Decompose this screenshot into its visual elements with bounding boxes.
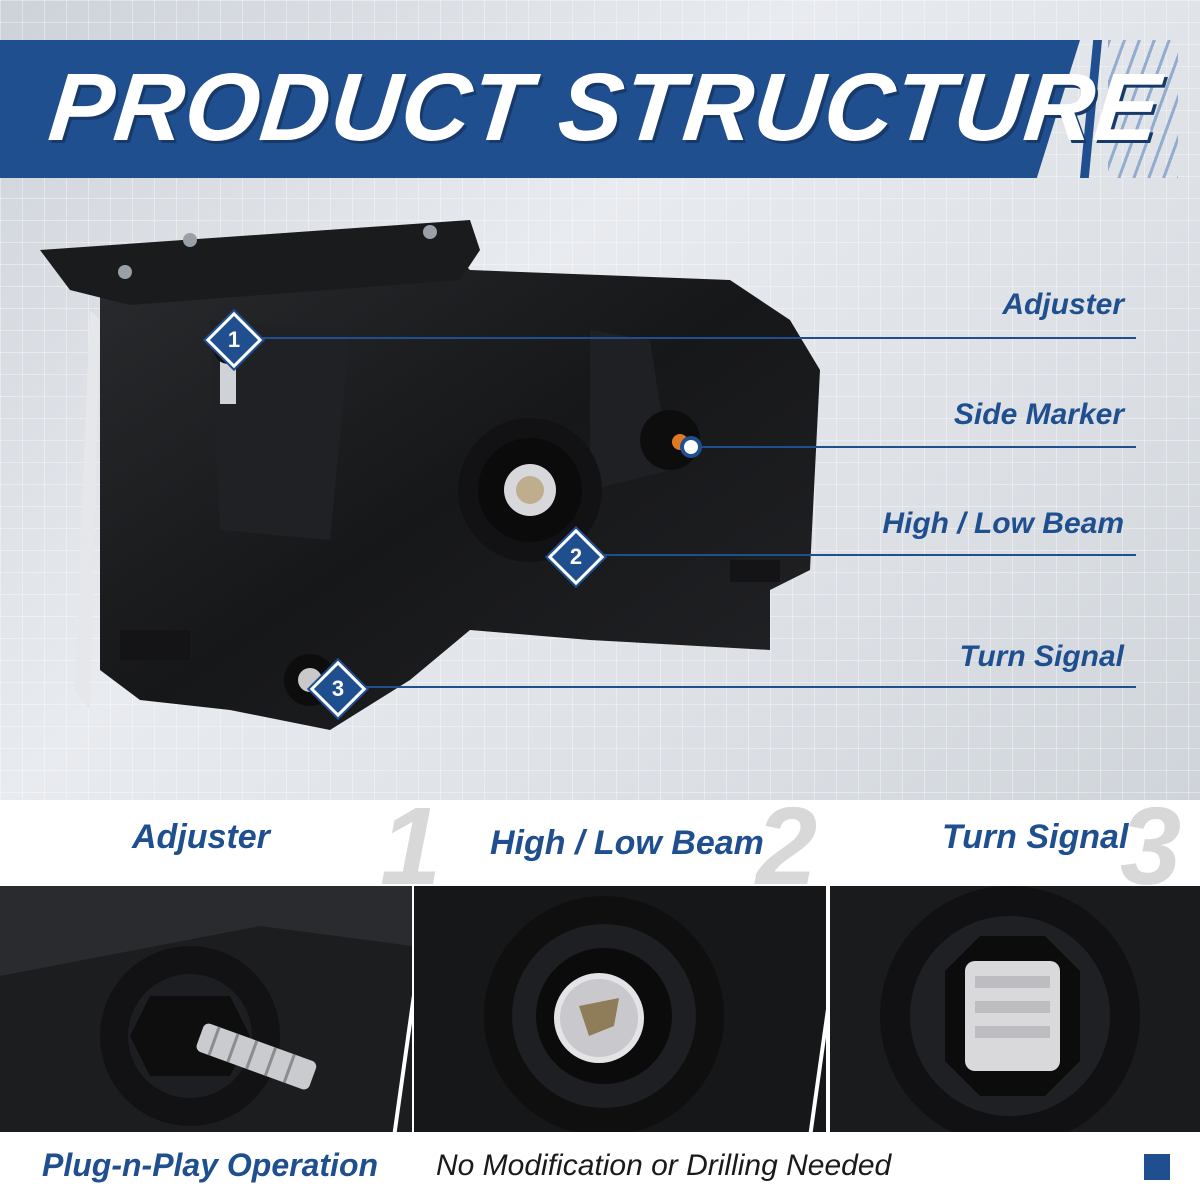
detail-header [0,800,1200,886]
turn-signal-detail-image [830,886,1200,1132]
footer-square-icon [1144,1154,1170,1180]
callout-label-beam: High / Low Beam [882,507,1124,540]
title-banner [0,40,1080,178]
callout-line-turn-signal [336,686,1136,688]
banner-accent-lines [1108,40,1178,178]
callout-label-adjuster: Adjuster [1002,288,1124,321]
callout-line-adjuster [232,337,1136,339]
detail-number-1: 1 [380,785,442,908]
footer-bar [0,1132,1200,1200]
adjuster-detail-image [0,886,412,1132]
headlight-housing-image [30,210,830,770]
detail-title-beam: High / Low Beam [490,824,764,862]
detail-number-2: 2 [756,785,818,908]
turn-signal-socket-icon [965,961,1060,1071]
callout-label-side-marker: Side Marker [953,398,1124,431]
detail-title-turn-signal: Turn Signal [942,818,1129,856]
beam-detail-image [414,886,826,1132]
footer-highlight: Plug-n-Play Operation [42,1147,379,1183]
detail-title-adjuster: Adjuster [132,818,270,856]
detail-number-3: 3 [1120,785,1182,908]
callout-label-turn-signal: Turn Signal [959,640,1124,673]
side-marker-dot [680,436,702,458]
footer-text: No Modification or Drilling Needed [436,1149,892,1182]
callout-line-beam [574,554,1136,556]
callout-line-side-marker [690,446,1136,448]
page-title: PRODUCT STRUCTURE [44,54,1166,161]
